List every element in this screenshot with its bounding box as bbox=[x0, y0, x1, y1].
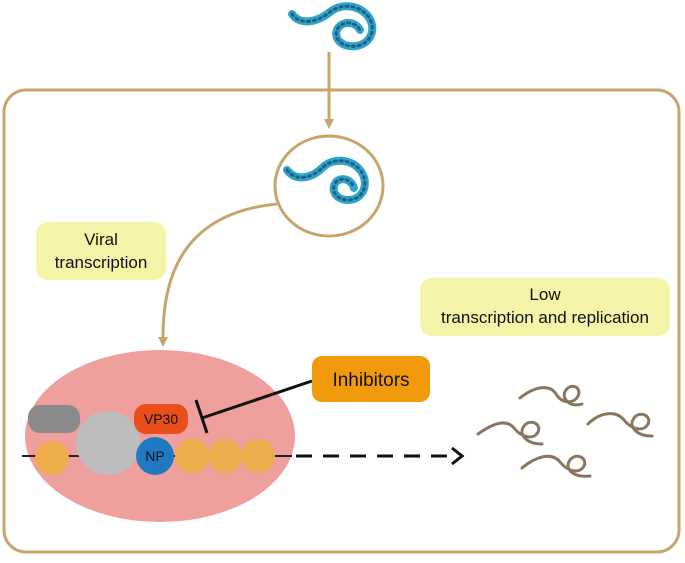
low-transcription-box bbox=[420, 278, 670, 336]
inhibition-bar bbox=[194, 399, 209, 434]
viral-protein-block bbox=[28, 405, 80, 433]
vp30-label: VP30 bbox=[144, 411, 178, 427]
viral-transcription-box bbox=[36, 222, 166, 280]
viral-transcription-line2: transcription bbox=[55, 253, 148, 272]
viral-transcription-line1: Viral bbox=[84, 230, 118, 249]
release-arrow bbox=[158, 202, 278, 347]
inhibitors-box bbox=[312, 356, 430, 402]
endosome-virus-icon bbox=[273, 134, 385, 238]
vp30-protein bbox=[134, 404, 188, 434]
np-subunit bbox=[208, 439, 242, 473]
np-label: NP bbox=[145, 448, 164, 464]
cell-membrane bbox=[2, 88, 681, 554]
np-subunit bbox=[241, 439, 275, 473]
np-subunit bbox=[175, 439, 209, 473]
low-transcription-line2: transcription and replication bbox=[441, 308, 649, 327]
polymerase-circle bbox=[76, 411, 140, 475]
virus-filament-icon bbox=[288, 2, 377, 51]
dashed-arrow-head bbox=[451, 446, 465, 466]
np-subunit bbox=[35, 441, 69, 475]
low-transcription-line1: Low bbox=[529, 285, 561, 304]
inhibitors-label: Inhibitors bbox=[332, 370, 409, 391]
rna-strand-icon bbox=[476, 384, 654, 478]
inhibition-line bbox=[201, 379, 313, 420]
nucleocapsid-complex bbox=[25, 350, 295, 522]
np-protein bbox=[136, 437, 174, 475]
